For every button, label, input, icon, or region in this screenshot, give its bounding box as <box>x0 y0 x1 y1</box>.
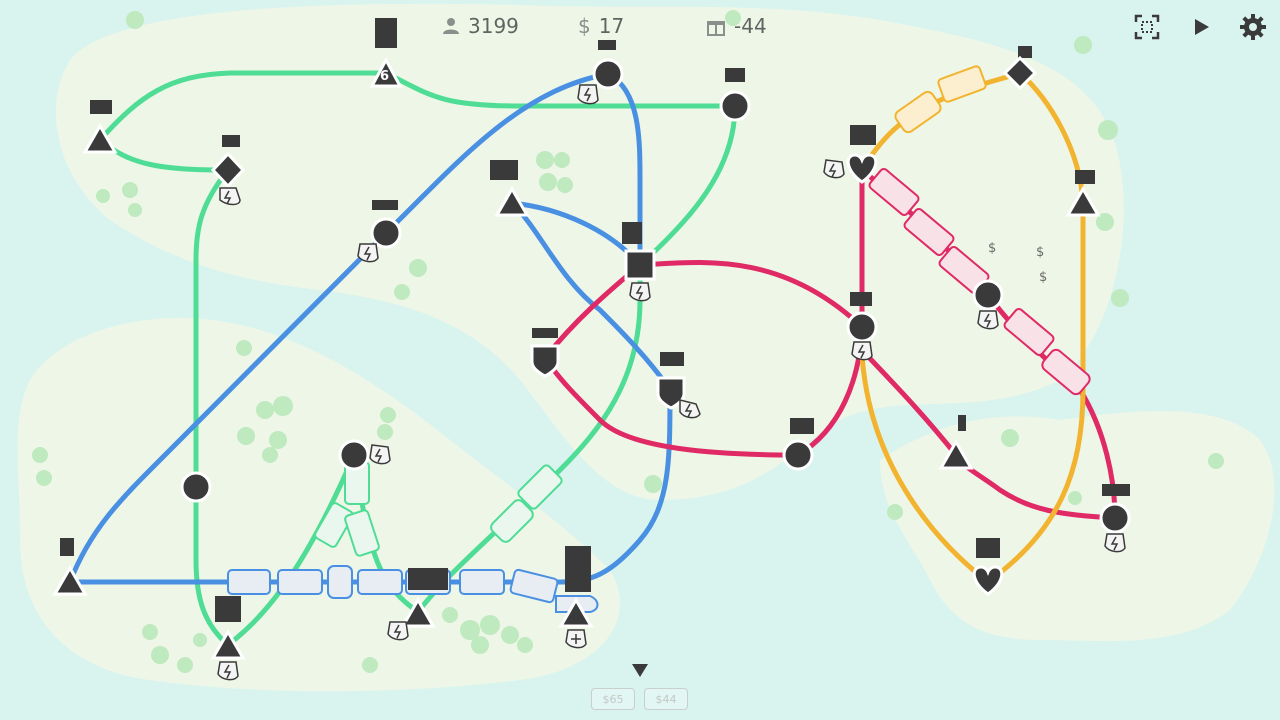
settings-button[interactable] <box>1238 12 1268 42</box>
blue-train[interactable] <box>227 565 599 613</box>
triangle-station[interactable] <box>400 596 436 628</box>
lightning-icon[interactable] <box>217 661 239 681</box>
triangle-station[interactable] <box>82 122 118 154</box>
circle-station[interactable] <box>782 439 814 471</box>
upgrade-price-1[interactable]: $65 <box>591 688 635 710</box>
red-train[interactable] <box>868 167 1092 396</box>
gift-value: -44 <box>734 14 767 38</box>
lightning-icon[interactable] <box>357 243 379 263</box>
lightning-icon[interactable] <box>823 159 845 179</box>
lightning-icon[interactable] <box>219 187 241 206</box>
triangle-station[interactable] <box>52 564 88 596</box>
diamond-station[interactable] <box>1002 55 1038 91</box>
lightning-icon[interactable] <box>977 310 999 330</box>
triangle-station[interactable] <box>494 185 530 217</box>
square-station[interactable] <box>624 249 656 281</box>
stations[interactable]: 6 <box>52 55 1131 660</box>
circle-station[interactable] <box>972 279 1004 311</box>
station-badges[interactable] <box>217 84 1126 681</box>
plus-icon[interactable] <box>565 629 587 649</box>
station-counter-label: 6 <box>380 69 389 84</box>
upgrade-price-2[interactable]: $44 <box>644 688 688 710</box>
lightning-icon[interactable] <box>387 621 409 641</box>
circle-station[interactable] <box>338 439 370 471</box>
circle-station[interactable] <box>1099 502 1131 534</box>
play-button[interactable] <box>1186 12 1216 42</box>
lightning-icon[interactable] <box>369 444 391 465</box>
yellow-train[interactable] <box>893 65 987 134</box>
lightning-icon[interactable] <box>577 84 599 105</box>
circle-station[interactable] <box>846 311 878 343</box>
trains[interactable] <box>227 65 1092 613</box>
floating-money: $ $ $ <box>988 241 1047 285</box>
circle-station[interactable] <box>370 217 402 249</box>
gift-icon <box>707 21 725 36</box>
lightning-icon[interactable] <box>851 341 873 361</box>
triangle-station[interactable] <box>558 596 594 628</box>
tree-layer <box>32 10 1224 673</box>
heart-station[interactable] <box>846 153 878 184</box>
heart-station[interactable] <box>972 565 1004 596</box>
passenger-count: 3199 <box>468 14 519 38</box>
land-mass-south-west <box>17 318 620 692</box>
dollar-icon: $ <box>578 14 591 38</box>
money-indicator: $ <box>1039 270 1047 285</box>
circle-station[interactable] <box>719 90 751 122</box>
money-indicator: $ <box>1036 245 1044 260</box>
circle-station[interactable] <box>180 471 212 503</box>
money-value: 17 <box>598 14 625 38</box>
triangle-station[interactable] <box>938 438 974 470</box>
triangle-station[interactable] <box>210 628 246 660</box>
green-train[interactable] <box>314 461 564 557</box>
lightning-icon[interactable] <box>1104 533 1126 553</box>
screenshot-button[interactable] <box>1132 12 1162 42</box>
diamond-station[interactable] <box>210 151 246 189</box>
circle-station[interactable] <box>592 58 624 90</box>
triangle-station[interactable] <box>1065 185 1101 217</box>
passenger-clusters <box>60 18 1130 622</box>
gift-counter: -44 <box>706 14 767 38</box>
shield-station[interactable] <box>656 376 686 410</box>
triangle-station[interactable] <box>369 56 403 88</box>
money-indicator: $ <box>988 241 996 256</box>
lightning-icon[interactable] <box>629 282 651 302</box>
play-icon <box>1195 19 1209 35</box>
passenger-icon <box>443 18 459 34</box>
lightning-icon[interactable] <box>679 399 701 419</box>
passenger-counter: 3199 <box>442 14 519 38</box>
gear-icon <box>1240 14 1266 40</box>
camera-frame-icon <box>1134 14 1160 40</box>
dropdown-arrow-icon[interactable] <box>632 664 648 677</box>
shield-station[interactable] <box>530 344 560 378</box>
money-counter: $ 17 <box>578 14 624 38</box>
